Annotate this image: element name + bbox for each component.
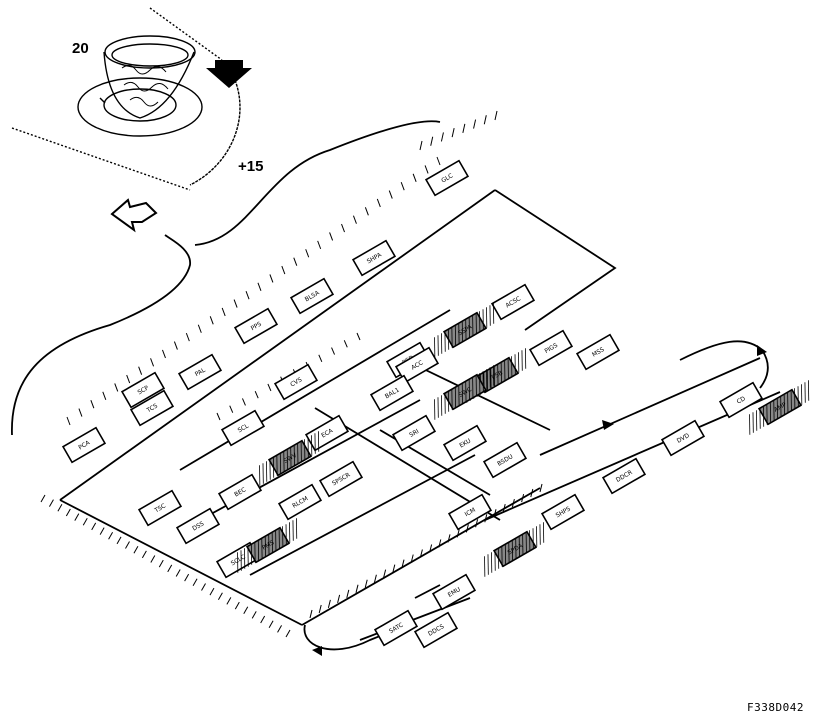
module-label: PPS xyxy=(250,321,263,333)
module-spda: SPDA xyxy=(484,522,545,577)
module-icm: ICM xyxy=(447,493,493,531)
module-label: SRI xyxy=(408,428,420,439)
module-bec: BEC xyxy=(217,473,263,511)
module-dss: DSS xyxy=(175,507,221,545)
module-label: PAL xyxy=(194,366,207,378)
module-acsc: ACSC xyxy=(490,283,536,321)
module-label: CD xyxy=(736,395,747,406)
module-sri: SRI xyxy=(391,414,437,452)
module-pps: PPS xyxy=(233,307,279,345)
module-acc: ACC xyxy=(394,346,440,384)
module-bal1: BAL1 xyxy=(369,374,415,412)
module-pigs: PIGS xyxy=(528,329,574,367)
module-satc: SATC xyxy=(373,609,419,647)
module-pca: PCA xyxy=(61,426,107,464)
module-spscr: SPSCR xyxy=(318,460,364,498)
module-amp: AMP xyxy=(749,380,810,435)
module-shpa: SHPA xyxy=(351,239,397,277)
module-cvs: CVS xyxy=(273,363,319,401)
module-shps: SHPS xyxy=(540,493,586,531)
module-ddcs: DDCS xyxy=(413,611,459,649)
module-tsc: TSC xyxy=(137,489,183,527)
module-sspa: SSPA xyxy=(434,303,495,358)
torque-offset-callout: +15 xyxy=(238,158,264,175)
module-swv: SWV xyxy=(259,431,320,486)
module-tcs: TCS xyxy=(129,389,175,427)
flow-arrow-icon xyxy=(312,646,322,656)
module-mss: MSS xyxy=(575,333,621,371)
module-bsdu: BSDU xyxy=(482,441,528,479)
module-scp: SCP xyxy=(120,371,166,409)
part-number-callout: 20 xyxy=(72,40,89,57)
module-eca: ECA xyxy=(304,414,350,452)
module-emu: EMU xyxy=(431,573,477,611)
module-layer: GLCSHPABLSAPPSPALSCPTCSPCAACSCSSPAPSDCVS… xyxy=(61,159,810,649)
module-swc: SWC xyxy=(434,365,495,420)
module-dvd: DVD xyxy=(660,419,706,457)
light-rays xyxy=(40,110,543,638)
module-glc: GLC xyxy=(424,159,470,197)
direction-arrow-icon xyxy=(206,60,252,88)
component-illustration xyxy=(11,7,241,191)
module-blsa: BLSA xyxy=(289,277,335,315)
module-ddcr: DDCR xyxy=(601,457,647,495)
module-pms: PMS xyxy=(237,518,298,573)
module-label: PSB xyxy=(491,370,504,382)
module-rlcm: RLCM xyxy=(277,483,323,521)
module-eku: EKU xyxy=(442,424,488,462)
module-pal: PAL xyxy=(177,353,223,391)
pointer-arrow-icon xyxy=(110,198,158,233)
figure-reference: F338D042 xyxy=(747,701,804,714)
flow-arrow-icon xyxy=(602,420,614,430)
module-label: ICM xyxy=(464,507,477,519)
flow-arrow-icon xyxy=(757,345,767,356)
module-cd: CD xyxy=(718,381,764,419)
module-scl: SCL xyxy=(220,409,266,447)
